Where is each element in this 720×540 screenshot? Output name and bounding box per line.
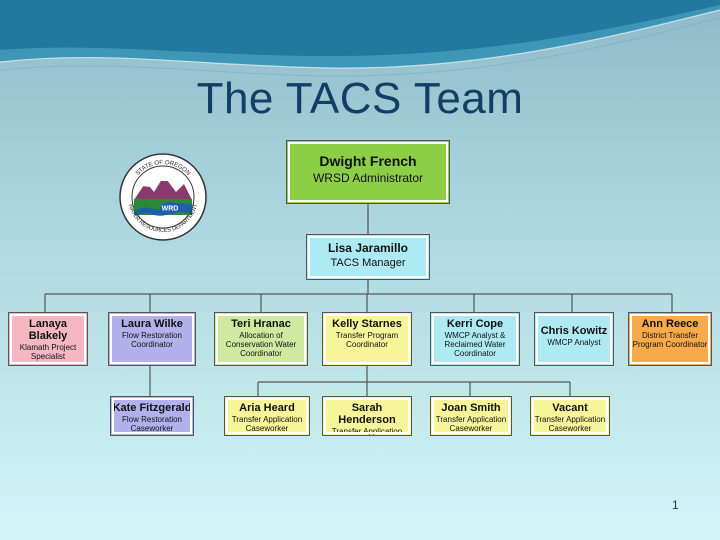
person-name: Aria Heard (239, 402, 295, 414)
person-role: WMCP Analyst & Reclaimed Water Coordinat… (444, 331, 506, 358)
person-role: Transfer Application Caseworker (231, 415, 303, 433)
org-box-flow-restoration-coordinator: Laura Wilke Flow Restoration Coordinator (108, 312, 196, 366)
slide-title: The TACS Team (196, 74, 524, 123)
person-name: Ann Reece (641, 318, 699, 330)
org-box-conservation-coordinator: Teri Hranac Allocation of Conservation W… (214, 312, 308, 366)
person-role: Transfer Program Coordinator (335, 331, 399, 349)
person-name: Kelly Starnes (332, 318, 402, 330)
person-name: Lisa Jaramillo (327, 241, 409, 255)
person-name: Lanaya Blakely (28, 318, 68, 342)
org-box-transfer-caseworker-vacant: Vacant Transfer Application Caseworker (530, 396, 610, 436)
org-box-transfer-caseworker-2: Sarah Henderson Transfer Application Cas… (322, 396, 412, 436)
org-box-district-transfer-coordinator: Ann Reece District Transfer Program Coor… (628, 312, 712, 366)
person-role: Transfer Application Caseworker (435, 415, 507, 433)
oregon-wrd-logo: WRD STATE OF OREGON WATER RESOURCES DEPA… (119, 153, 207, 241)
person-name: Laura Wilke (121, 318, 183, 330)
org-box-transfer-program-coordinator: Kelly Starnes Transfer Program Coordinat… (322, 312, 412, 366)
org-box-administrator: Dwight French WRSD Administrator (286, 140, 450, 204)
org-box-flow-restoration-caseworker: Kate Fitzgerald Flow Restoration Casewor… (110, 396, 194, 436)
person-name: Sarah Henderson (338, 402, 396, 426)
person-role: Flow Restoration Caseworker (121, 415, 183, 433)
person-name: Kate Fitzgerald (112, 402, 192, 414)
person-name: Kerri Cope (446, 318, 504, 330)
org-box-klamath-specialist: Lanaya Blakely Klamath Project Specialis… (8, 312, 88, 366)
page-number: 1 (672, 498, 679, 512)
person-name: Chris Kowitz (540, 325, 608, 337)
person-name: Teri Hranac (231, 318, 291, 330)
logo-center-text: WRD (162, 206, 179, 213)
person-name: Joan Smith (441, 402, 501, 414)
person-role: Flow Restoration Coordinator (121, 331, 183, 349)
person-role: TACS Manager (330, 257, 406, 269)
org-box-wmcp-analyst: Chris Kowitz WMCP Analyst (534, 312, 614, 366)
org-box-transfer-caseworker-3: Joan Smith Transfer Application Casework… (430, 396, 512, 436)
person-role: Transfer Application Caseworker (534, 415, 606, 433)
org-box-transfer-caseworker-1: Aria Heard Transfer Application Casework… (224, 396, 310, 436)
org-box-manager: Lisa Jaramillo TACS Manager (306, 234, 430, 280)
person-role: WRSD Administrator (312, 171, 424, 185)
header-wave-decoration (0, 0, 720, 77)
person-role: Transfer Application Caseworker (331, 427, 403, 436)
org-box-wmcp-reclaimed-water: Kerri Cope WMCP Analyst & Reclaimed Wate… (430, 312, 520, 366)
person-name: Vacant (552, 402, 588, 414)
person-role: District Transfer Program Coordinator (632, 331, 708, 349)
person-role: Allocation of Conservation Water Coordin… (225, 331, 297, 358)
person-role: WMCP Analyst (547, 338, 601, 347)
person-name: Dwight French (319, 153, 417, 169)
person-role: Klamath Project Specialist (19, 343, 77, 361)
